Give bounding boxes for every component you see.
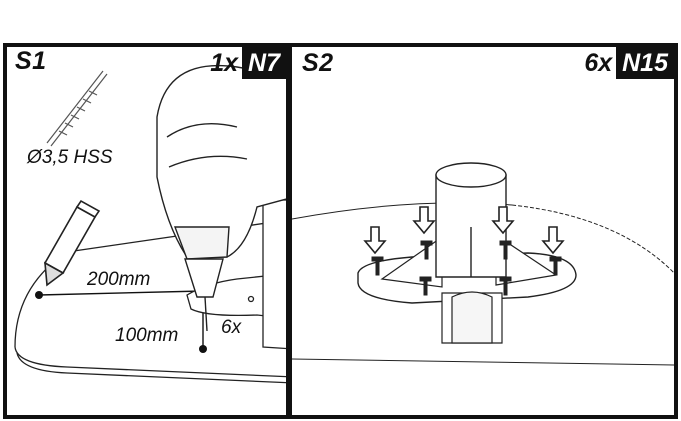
step-label: S1 <box>15 47 47 75</box>
dimension-200-label: 200mm <box>87 269 151 290</box>
tube <box>435 162 507 278</box>
dimension-100-label: 100mm <box>115 325 179 346</box>
screws <box>371 240 562 296</box>
mark-point <box>35 291 43 299</box>
power-drill <box>156 64 286 332</box>
quantity-label: 6x <box>584 49 613 77</box>
part-number-label: N15 <box>616 47 674 79</box>
screw-mount-illustration <box>292 162 674 366</box>
pencil-icon <box>43 199 101 287</box>
down-arrow-icon <box>363 206 565 255</box>
step-panel-s2: S2 6x N15 <box>288 43 678 419</box>
mark-point <box>199 345 207 353</box>
part-number-label: N7 <box>242 47 286 79</box>
drill-bit-icon <box>46 70 108 147</box>
step-panel-s1: S1 1x N7 Ø3,5 HSS 200mm 100mm 6x <box>3 43 290 419</box>
quantity-label: 1x <box>210 49 239 77</box>
hole-count-label: 6x <box>221 317 242 338</box>
part-quantity-badge: 6x N15 <box>584 47 674 79</box>
drilling-illustration <box>14 64 286 384</box>
part-quantity-badge: 1x N7 <box>210 47 286 79</box>
tube <box>260 181 286 350</box>
step-label: S2 <box>302 49 334 77</box>
drill-bit-label: Ø3,5 HSS <box>27 147 113 168</box>
